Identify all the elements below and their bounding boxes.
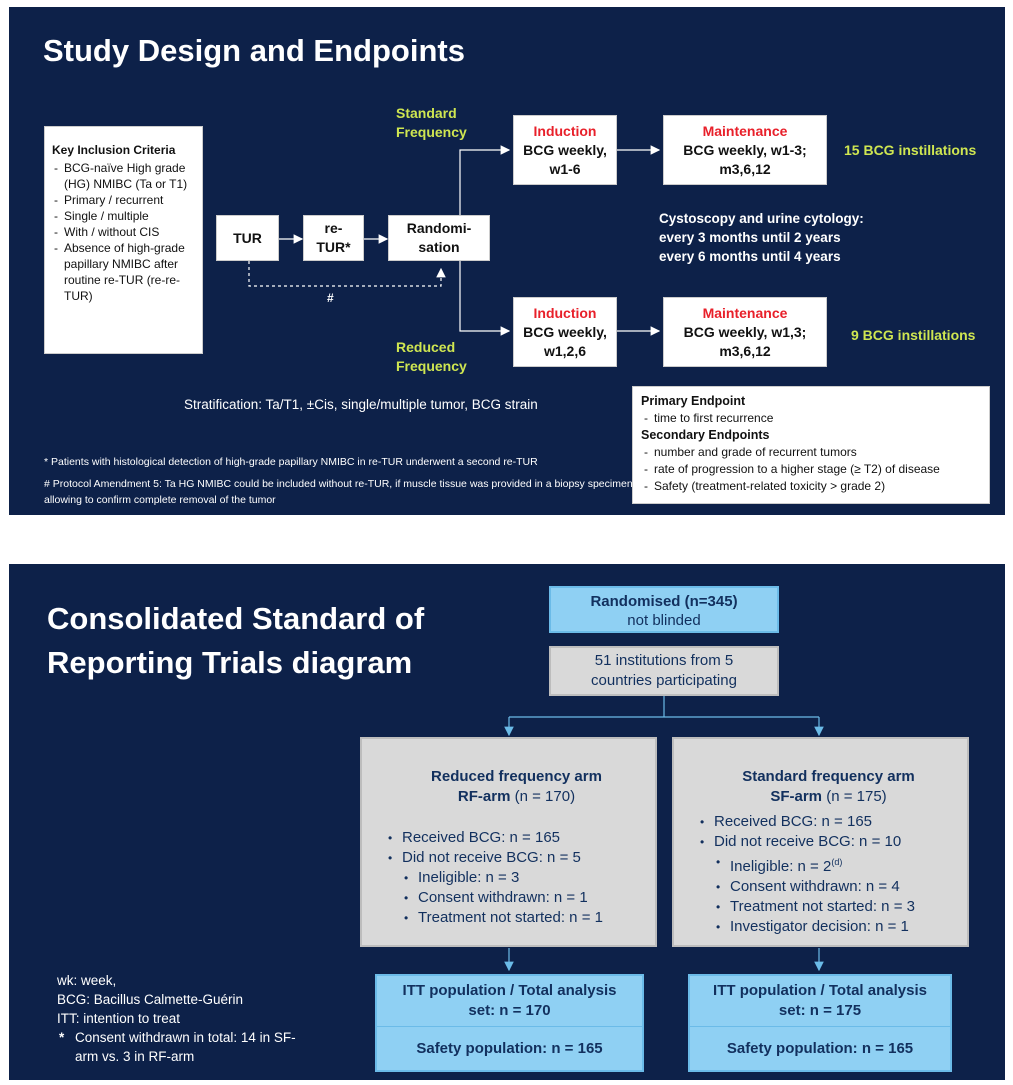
rf-arm-item: Received BCG: n = 165 <box>388 828 645 848</box>
reduced-maintenance-title: Maintenance <box>702 304 788 321</box>
inclusion-criteria-box: Key Inclusion Criteria BCG-naïve High gr… <box>44 126 203 354</box>
sf-arm-title: Standard frequency arm <box>742 768 915 785</box>
endpoints-box: Primary Endpoint time to first recurrenc… <box>632 386 990 504</box>
rf-arm-item: Treatment not started: n = 1 <box>388 908 645 928</box>
abbreviation-line: BCG: Bacillus Calmette-Guérin <box>57 992 244 1007</box>
abbreviation-line: ITT: intention to treat <box>57 1011 181 1026</box>
sf-itt-population: ITT population / Total analysis set: n =… <box>713 982 927 1019</box>
rf-population-box: ITT population / Total analysis set: n =… <box>375 974 644 1072</box>
rf-safety-population: Safety population: n = 165 <box>416 1040 603 1057</box>
cystoscopy-note: Cystoscopy and urine cytology: every 3 m… <box>659 209 864 266</box>
standard-instillations: 15 BCG instillations <box>844 142 977 158</box>
sf-arm-item: Consent withdrawn: n = 4 <box>700 877 957 897</box>
secondary-endpoint-item: number and grade of recurrent tumors <box>641 444 983 461</box>
randomisation-box: Randomi-sation <box>388 215 490 261</box>
inclusion-item: Absence of high-grade papillary NMIBC af… <box>52 240 196 304</box>
rf-itt-population: ITT population / Total analysis set: n =… <box>402 982 617 1019</box>
rf-arm-subtitle: RF-arm (n = 170) <box>388 787 645 807</box>
standard-induction-title: Induction <box>533 122 597 139</box>
consent-note-text: Consent withdrawn in total: 14 in SF-arm… <box>75 1030 296 1064</box>
reduced-maintenance-box: Maintenance BCG weekly, w1,3; m3,6,12 <box>663 297 827 367</box>
tur-label: TUR <box>233 229 262 246</box>
footnote-marker: (d) <box>831 857 843 867</box>
randomisation-label: Randomi-sation <box>406 220 472 255</box>
inclusion-item: Primary / recurrent <box>52 192 196 208</box>
institutions-box: 51 institutions from 5 countries partici… <box>549 646 779 696</box>
primary-endpoint-item: time to first recurrence <box>641 410 983 427</box>
stratification-text: Stratification: Ta/T1, ±Cis, single/mult… <box>184 397 538 412</box>
sf-arm-subtitle: SF-arm (n = 175) <box>700 787 957 807</box>
randomised-box: Randomised (n=345) not blinded <box>549 586 779 633</box>
cystoscopy-line: every 6 months until 4 years <box>659 249 841 264</box>
standard-maintenance-text: BCG weekly, w1-3; m3,6,12 <box>683 141 807 177</box>
slide-study-design: Study Design and Endpoints Key Inclusion… <box>9 7 1005 515</box>
reduced-induction-box: Induction BCG weekly, w1,2,6 <box>513 297 617 367</box>
rf-arm-item: Consent withdrawn: n = 1 <box>388 888 645 908</box>
rf-arm-title: Reduced frequency arm <box>431 768 602 785</box>
sf-arm-item: Received BCG: n = 165 <box>700 812 957 832</box>
standard-frequency-label: Standard Frequency <box>396 105 467 140</box>
sf-arm-item: Ineligible: n = 2 <box>730 858 832 875</box>
flow-connectors <box>248 145 661 336</box>
sf-arm-count: (n = 175) <box>822 788 887 805</box>
hash-label: # <box>327 291 334 305</box>
consort-connectors <box>504 696 824 972</box>
cystoscopy-line: every 3 months until 2 years <box>659 230 841 245</box>
reduced-instillations: 9 BCG instillations <box>851 327 976 343</box>
abbreviation-line: wk: week, <box>57 973 117 988</box>
inclusion-item: Single / multiple <box>52 208 196 224</box>
institutions-text: 51 institutions from 5 countries partici… <box>591 652 737 689</box>
inclusion-item: BCG-naïve High grade (HG) NMIBC (Ta or T… <box>52 160 196 192</box>
reduced-frequency-label: Reduced Frequency <box>396 339 467 374</box>
sf-arm-item-ineligible: Ineligible: n = 2(d) <box>700 852 957 877</box>
sf-arm-box: Standard frequency arm SF-arm (n = 175) … <box>672 737 969 947</box>
reduced-maintenance-text: BCG weekly, w1,3; m3,6,12 <box>683 323 807 359</box>
slide-title: Consolidated Standard of Reporting Trial… <box>47 601 425 680</box>
sf-arm-name: SF-arm <box>770 788 823 805</box>
slide-consort-diagram: Consolidated Standard of Reporting Trial… <box>9 564 1005 1080</box>
sf-arm-item: Investigator decision: n = 1 <box>700 917 957 937</box>
rf-arm-item: Did not receive BCG: n = 5 <box>388 848 645 868</box>
footnote-retur: * Patients with histological detection o… <box>44 456 538 468</box>
standard-induction-text: BCG weekly, w1-6 <box>523 141 607 177</box>
reduced-induction-text: BCG weekly, w1,2,6 <box>523 323 607 359</box>
standard-maintenance-box: Maintenance BCG weekly, w1-3; m3,6,12 <box>663 115 827 185</box>
asterisk-marker: * <box>59 1030 65 1045</box>
secondary-endpoint-heading: Secondary Endpoints <box>641 428 770 442</box>
rf-arm-count: (n = 170) <box>510 788 576 805</box>
inclusion-item: With / without CIS <box>52 224 196 240</box>
cystoscopy-line: Cystoscopy and urine cytology: <box>659 211 864 226</box>
secondary-endpoint-item: Safety (treatment-related toxicity > gra… <box>641 478 983 495</box>
re-tur-box: re-TUR* <box>303 215 364 261</box>
standard-maintenance-title: Maintenance <box>702 122 788 139</box>
primary-endpoint-heading: Primary Endpoint <box>641 394 746 408</box>
inclusion-heading: Key Inclusion Criteria <box>52 143 176 157</box>
standard-induction-box: Induction BCG weekly, w1-6 <box>513 115 617 185</box>
sf-arm-item: Did not receive BCG: n = 10 <box>700 832 957 852</box>
abbreviations: wk: week, BCG: Bacillus Calmette-Guérin … <box>57 971 297 1066</box>
randomised-count: Randomised (n=345) <box>590 593 738 610</box>
footnote-amendment: # Protocol Amendment 5: Ta HG NMIBC coul… <box>44 478 633 506</box>
secondary-endpoint-item: rate of progression to a higher stage (≥… <box>641 461 983 478</box>
sf-safety-population: Safety population: n = 165 <box>726 1040 914 1057</box>
tur-box: TUR <box>216 215 279 261</box>
consent-note: * Consent withdrawn in total: 14 in SF-a… <box>57 1028 297 1066</box>
randomised-blinding: not blinded <box>627 612 701 629</box>
reduced-induction-title: Induction <box>533 304 597 321</box>
rf-arm-box: Reduced frequency arm RF-arm (n = 170) R… <box>360 737 657 947</box>
slide-title: Study Design and Endpoints <box>43 33 465 68</box>
rf-arm-name: RF-arm <box>457 788 511 805</box>
sf-population-box: ITT population / Total analysis set: n =… <box>688 974 952 1072</box>
re-tur-label: re-TUR* <box>316 220 351 255</box>
sf-arm-item: Treatment not started: n = 3 <box>700 897 957 917</box>
rf-arm-item: Ineligible: n = 3 <box>388 868 645 888</box>
